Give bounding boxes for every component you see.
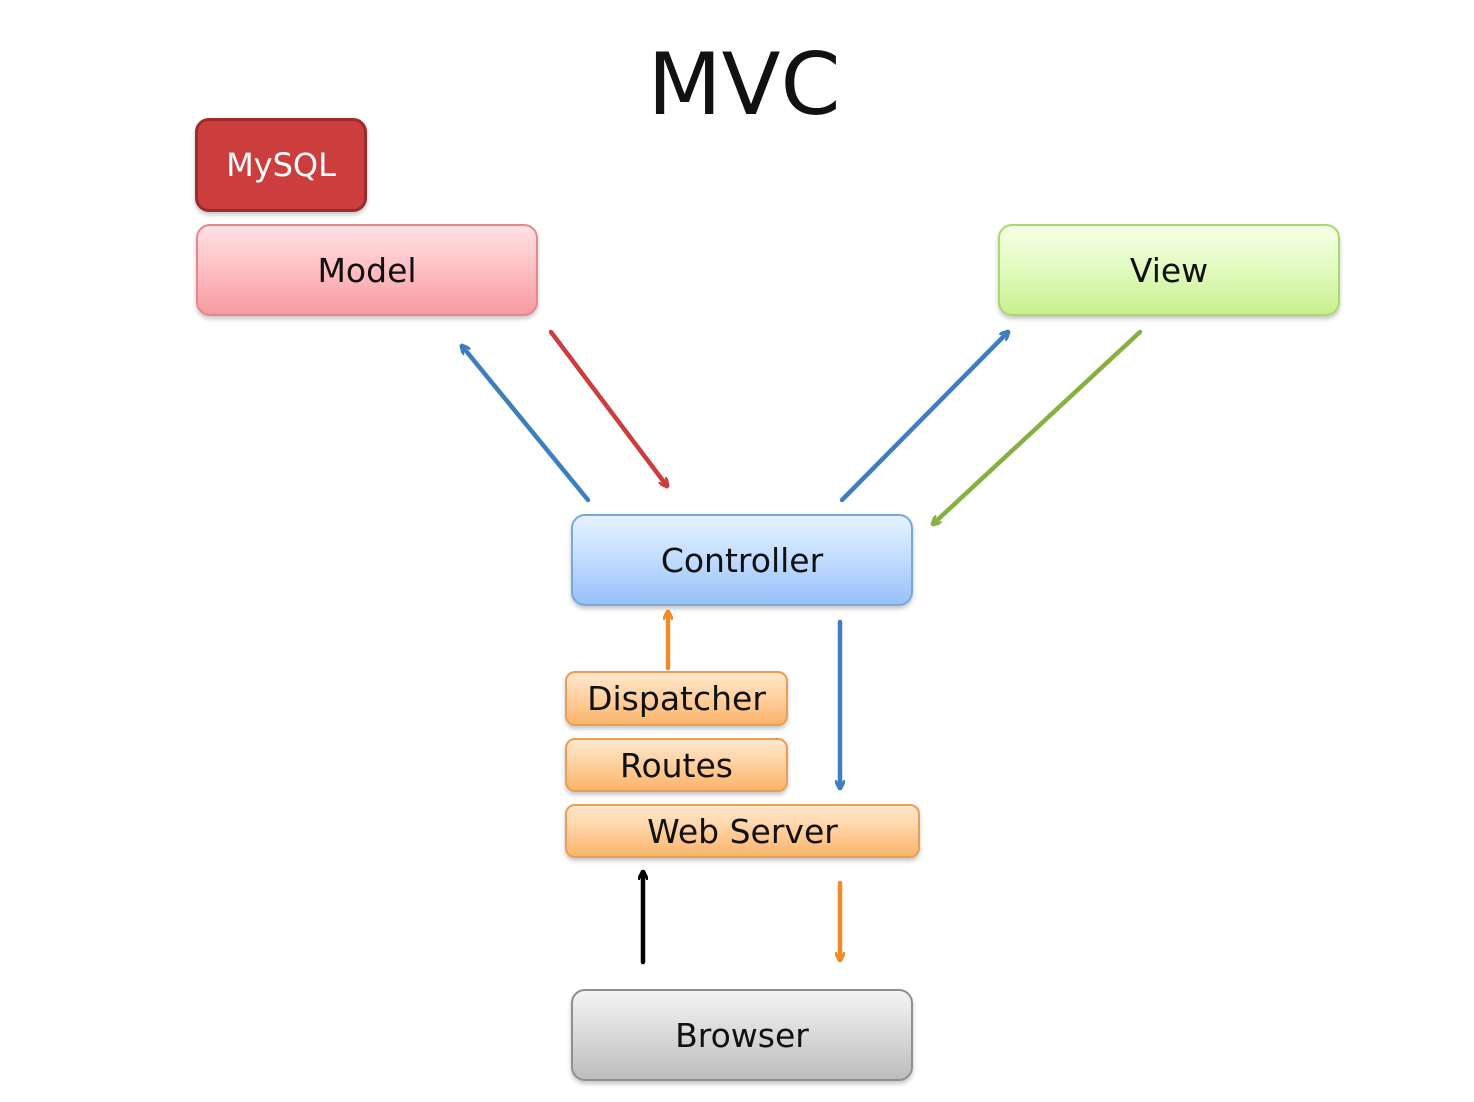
- dispatcher-node: Dispatcher: [565, 671, 788, 726]
- arrow-view-to-controller: [933, 329, 1143, 524]
- arrow-controller-to-model: [462, 346, 591, 503]
- diagram-title: MVC: [647, 35, 841, 135]
- arrow-model-to-controller: [548, 329, 667, 486]
- web-server-node: Web Server: [565, 804, 920, 858]
- model-node: Model: [196, 224, 538, 316]
- mysql-node: MySQL: [195, 118, 367, 212]
- arrow-controller-to-view: [839, 332, 1008, 503]
- controller-node: Controller: [571, 514, 913, 606]
- browser-node: Browser: [571, 989, 913, 1081]
- routes-node: Routes: [565, 738, 788, 792]
- view-node: View: [998, 224, 1340, 316]
